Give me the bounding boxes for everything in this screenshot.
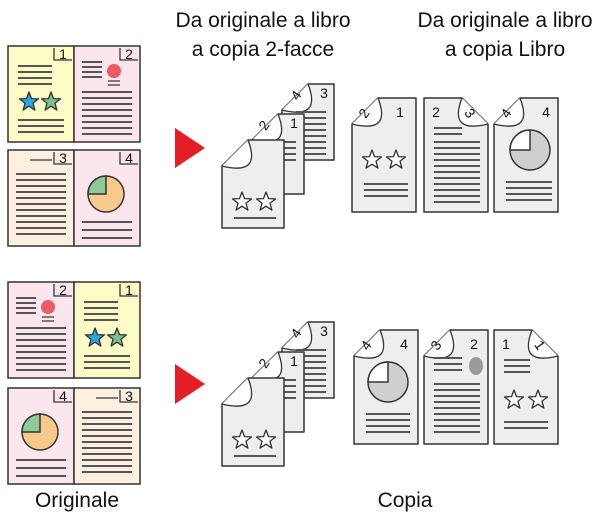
page-number: 2 xyxy=(125,46,133,62)
star-icon xyxy=(231,191,253,211)
page-curl xyxy=(281,83,313,113)
page-number: 2 xyxy=(470,336,478,352)
arrow-right-icon xyxy=(175,364,205,404)
page-curl xyxy=(281,321,313,351)
number-box xyxy=(53,284,72,297)
star-icon xyxy=(40,91,62,111)
page-number: 2 xyxy=(59,282,67,298)
header-book-to-duplex-line2: a copia 2-facce xyxy=(191,38,335,61)
copy-sheet xyxy=(221,377,285,467)
star-icon xyxy=(255,429,277,449)
pie-slice xyxy=(509,129,531,151)
star-icon xyxy=(503,389,525,409)
star-icon xyxy=(527,389,549,409)
header-book-to-duplex-line1: Da originale a libro xyxy=(175,9,351,32)
page-number: 4 xyxy=(400,336,408,352)
page-curl xyxy=(221,139,253,169)
header-book-to-book-line1: Da originale a libro xyxy=(417,9,593,32)
page-number: 4 xyxy=(542,104,550,120)
star-icon xyxy=(385,149,407,169)
red-dot-icon xyxy=(107,64,121,78)
star-icon xyxy=(18,91,40,111)
page-curl xyxy=(493,97,525,127)
copy-sheet xyxy=(221,139,285,229)
page-curl xyxy=(423,329,455,359)
star-icon xyxy=(361,149,383,169)
footer-copy-label: Copia xyxy=(377,489,433,512)
page-number: 1 xyxy=(290,353,298,369)
page-number: 2 xyxy=(432,104,440,120)
footer-original-label: Originale xyxy=(34,489,120,512)
page-number: 1 xyxy=(396,104,404,120)
number-box xyxy=(119,48,138,61)
star-icon xyxy=(231,429,253,449)
star-icon xyxy=(255,191,277,211)
page-number: 1 xyxy=(59,46,67,62)
number-box xyxy=(119,284,138,297)
star-icon xyxy=(84,327,106,347)
page-number: 1 xyxy=(290,115,298,131)
page-curl xyxy=(353,329,385,359)
page-number: 3 xyxy=(125,388,133,404)
page-number: 3 xyxy=(320,85,328,101)
number-box xyxy=(53,152,72,165)
pie-slice xyxy=(367,361,389,383)
page-number: 4 xyxy=(59,388,67,404)
header-book-to-duplex: Da originale a libro a copia 2-facce xyxy=(150,6,376,64)
page-curl xyxy=(527,329,559,359)
number-box xyxy=(119,390,138,403)
page-number: 1 xyxy=(502,336,510,352)
star-icon xyxy=(106,327,128,347)
header-book-to-book-line2: a copia Libro xyxy=(444,38,566,61)
pie-slice xyxy=(87,175,107,195)
red-dot-icon xyxy=(41,300,55,314)
page-number: 1 xyxy=(125,282,133,298)
number-box xyxy=(53,390,72,403)
page-number: 4 xyxy=(125,150,133,166)
page-curl xyxy=(457,97,489,127)
header-book-to-book: Da originale a libro a copia Libro xyxy=(392,6,616,64)
arrow-right-icon xyxy=(175,128,205,168)
page-curl xyxy=(221,377,253,407)
grey-dot-icon xyxy=(469,357,483,375)
pie-slice xyxy=(21,413,41,433)
page-number: 3 xyxy=(320,323,328,339)
number-box xyxy=(53,48,72,61)
number-box xyxy=(119,152,138,165)
page-curl xyxy=(351,97,383,127)
page-number: 3 xyxy=(59,150,67,166)
